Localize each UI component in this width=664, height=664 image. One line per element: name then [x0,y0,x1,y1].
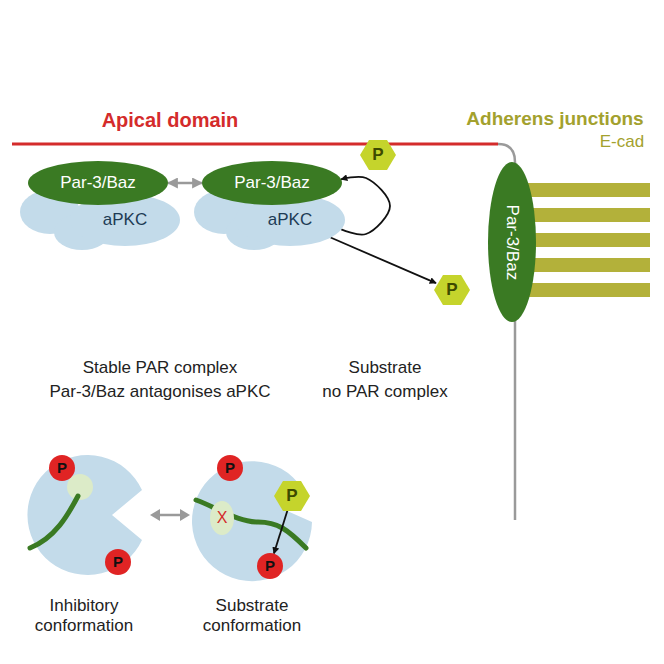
node-text: P [57,460,67,477]
caption-text: Stable PAR complex [83,358,238,378]
node-text: Par-3/Baz [234,174,310,193]
apkc-inhibitory-blob [27,455,142,575]
node-text: P [286,487,297,506]
phosphate-hexagon: P [274,481,310,511]
caption-text: Substrate conformation [192,596,312,637]
caption-text: Substrate [349,358,422,378]
phosphosite-circle: P [105,549,131,575]
node-text: P [265,558,275,575]
ecad-bar [526,183,650,197]
connector-arrow [274,511,288,554]
phosphate-hexagon: P [360,140,396,170]
node-text: Par-3/Baz [60,174,136,193]
equilibrium-arrow [150,509,190,521]
phosphosite-circle: P [217,455,243,481]
node-text: P [113,554,123,571]
blocked-site-oval: X [210,501,234,535]
domain-label: Adherens junctions [466,108,643,131]
par3-baz-junctional: Par-3/Baz [488,162,536,322]
domain-label: Apical domain [102,108,239,132]
ecad-bar [526,233,650,247]
ecad-bar [526,283,650,297]
arrowhead [180,509,190,521]
caption-text: no PAR complex [322,382,447,402]
par3-baz-protein: Par-3/Baz [202,161,342,205]
connector-arrow [331,238,436,284]
arrowhead [150,509,160,521]
connector-arrow [168,182,202,185]
node-text: aPKC [103,211,147,230]
equilibrium-line [158,514,182,517]
phosphosite-circle: P [257,553,283,579]
ecad-bar [526,258,650,272]
par3-baz-protein: Par-3/Baz [28,161,168,205]
phosphosite-circle: P [49,455,75,481]
apkc-substrate-blob [192,461,312,581]
node-text: X [217,509,228,527]
hexagon-outline [360,140,396,170]
ecad-bar [526,208,650,222]
node-text: Par-3/Baz [503,204,522,280]
phosphate-hexagon: P [434,275,470,305]
pseudosubstrate-strand [30,496,78,548]
ecad-bars [526,183,650,297]
node-text: P [372,146,383,165]
caption-text: Inhibitory conformation [24,596,144,637]
caption-text: Par-3/Baz antagonises aPKC [49,382,270,402]
hexagon-outline [274,481,310,511]
apical-membrane [12,143,498,146]
protein-label: E-cad [600,132,644,152]
node-text: aPKC [268,211,312,230]
node-text: P [225,460,235,477]
connector-arrow [341,177,390,235]
node-text: P [446,281,457,300]
hexagon-outline [434,275,470,305]
